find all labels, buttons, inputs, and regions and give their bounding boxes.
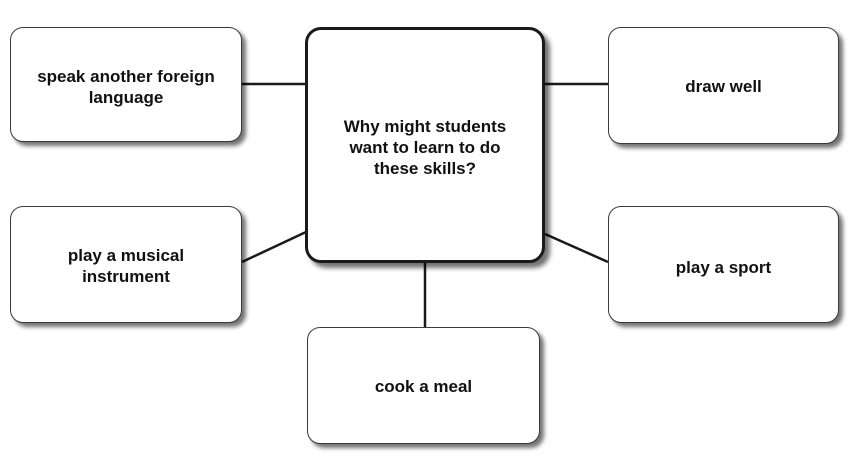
- center-question: Why might students want to learn to do t…: [305, 27, 545, 263]
- center-question-text: Why might students want to learn to do t…: [343, 117, 507, 178]
- node-cook-meal: cook a meal: [307, 327, 540, 444]
- node-play-sport: play a sport: [608, 206, 839, 323]
- node-label: cook a meal: [374, 377, 473, 396]
- node-draw-well: draw well: [608, 27, 839, 144]
- node-play-musical-instrument: play a musical instrument: [10, 206, 242, 323]
- node-label: draw well: [685, 77, 762, 96]
- node-speak-foreign-language: speak another foreign language: [10, 27, 242, 142]
- node-label: speak another foreign language: [37, 67, 215, 107]
- node-label: play a musical instrument: [67, 246, 185, 286]
- connector-middle-right: [544, 232, 609, 264]
- connector-middle-left: [241, 230, 307, 264]
- node-label: play a sport: [675, 258, 772, 277]
